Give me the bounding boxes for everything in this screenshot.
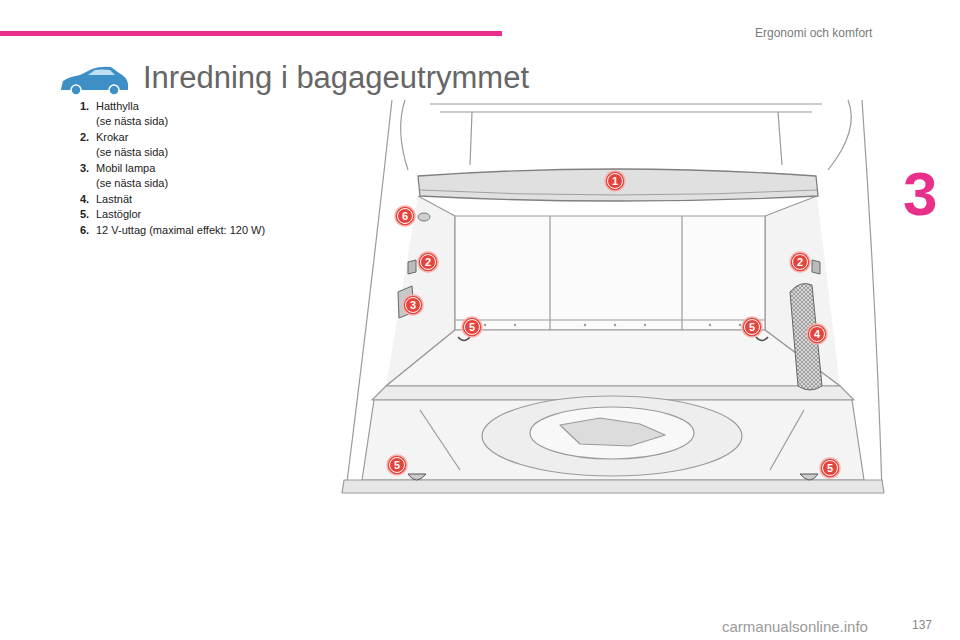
list-number: 5. [80, 208, 89, 221]
callout-number: 1 [604, 170, 626, 192]
lashing-eye [458, 337, 470, 341]
callout-disc [742, 317, 762, 337]
list-text: 12 V-uttag (maximal effekt: 120 W) [96, 224, 265, 237]
chapter-number: 3 [903, 158, 937, 229]
callout-number: 2 [789, 251, 811, 273]
callout-circle: 3 [402, 294, 424, 316]
pillar [828, 100, 851, 170]
callout-number: 4 [806, 323, 828, 345]
callout-disc [418, 252, 438, 272]
list-number: 3. [80, 162, 89, 175]
well-edge [420, 410, 804, 470]
list-text: Krokar [96, 131, 128, 144]
tool-kit [560, 418, 665, 446]
dot [584, 324, 586, 326]
car-wheel [71, 85, 81, 95]
dot [739, 324, 741, 326]
pillar [401, 100, 408, 170]
callout-number: 2 [417, 251, 439, 273]
headrest-line [470, 112, 782, 165]
callout-number: 6 [394, 205, 416, 227]
callout-number: 3 [402, 294, 424, 316]
list-text: Mobil lampa [96, 162, 155, 175]
callout-circle: 5 [819, 457, 841, 479]
callout-circle: 2 [789, 251, 811, 273]
list-text: (se nästa sida) [96, 115, 168, 128]
dot [644, 324, 646, 326]
load-floor [386, 330, 840, 386]
tailgate-frame [862, 100, 882, 490]
page-title: Inredning i bagageutrymmet [143, 60, 529, 96]
page-number: 137 [912, 619, 932, 633]
roof-line [430, 104, 822, 112]
lashing-eye [756, 337, 768, 341]
callout-disc [387, 455, 407, 475]
list-text: (se nästa sida) [96, 177, 168, 190]
seat-divider [550, 216, 682, 330]
running-header: Ergonomi och komfort [755, 27, 872, 41]
list-number: 2. [80, 131, 89, 144]
watermark: carmanualsonline.info [722, 618, 868, 635]
car-wheel [109, 85, 119, 95]
callout-disc [403, 295, 423, 315]
callout-circle: 6 [394, 205, 416, 227]
callout-circle: 5 [461, 316, 483, 338]
car-icon [61, 67, 128, 95]
hook [408, 260, 416, 274]
list-text: (se nästa sida) [96, 146, 168, 159]
hook [812, 260, 820, 274]
power-socket [418, 213, 430, 221]
dot [514, 324, 516, 326]
lashing-eye [800, 474, 818, 480]
dot [614, 324, 616, 326]
parcel-shelf [418, 169, 818, 201]
callout-number: 5 [819, 457, 841, 479]
callout-disc [820, 458, 840, 478]
callout-disc [605, 171, 625, 191]
callout-disc [395, 206, 415, 226]
spare-wheel-rim [530, 407, 694, 459]
dot [709, 324, 711, 326]
seat-edge [455, 319, 765, 320]
list-text: Hatthylla [96, 100, 139, 113]
list-number: 6. [80, 224, 89, 237]
list-text: Lastöglor [96, 208, 141, 221]
callout-number: 5 [386, 454, 408, 476]
callout-circle: 5 [741, 316, 763, 338]
car-window [88, 70, 115, 76]
bumper [342, 480, 884, 493]
seat-back [455, 216, 765, 330]
callout-disc [462, 317, 482, 337]
floor-dots [484, 324, 741, 326]
list-number: 1. [80, 100, 89, 113]
callout-circle: 4 [806, 323, 828, 345]
lashing-eye [408, 474, 426, 480]
callout-disc [807, 324, 827, 344]
callout-circle: 5 [386, 454, 408, 476]
callout-disc [790, 252, 810, 272]
list-text: Lastnät [96, 193, 132, 206]
list-number: 4. [80, 193, 89, 206]
dot [484, 324, 486, 326]
spare-wheel [482, 396, 742, 476]
callout-circle: 2 [417, 251, 439, 273]
header-bar [0, 31, 502, 36]
callout-circle: 1 [604, 170, 626, 192]
callout-number: 5 [741, 316, 763, 338]
callout-number: 5 [461, 316, 483, 338]
